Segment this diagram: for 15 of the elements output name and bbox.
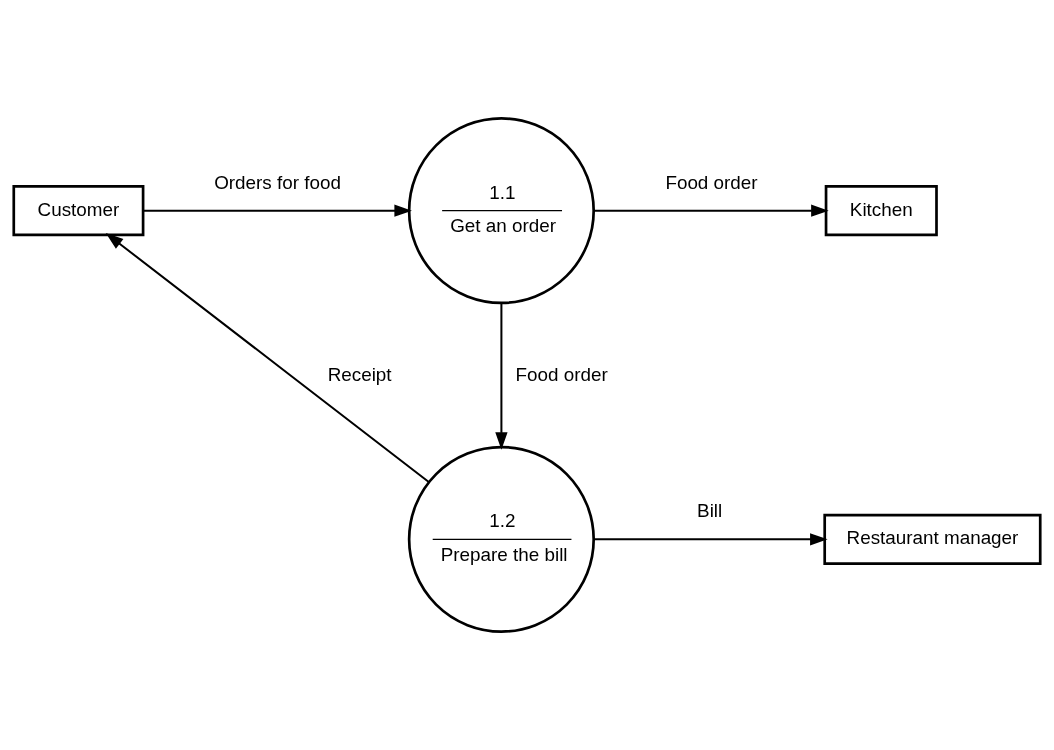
arrow — [105, 233, 430, 483]
edge-label: Bill — [697, 500, 723, 522]
edge-label: Food order — [515, 363, 608, 385]
arrow — [593, 204, 829, 217]
edge-label: Orders for food — [214, 171, 341, 193]
arrow — [143, 204, 412, 217]
node-box: Kitchen — [824, 185, 938, 237]
arrow — [495, 303, 508, 450]
edge-label: Receipt — [327, 363, 392, 385]
edge-label: Food order — [665, 171, 758, 193]
node-box: Customer — [12, 185, 145, 237]
node-circle: 1.1 Get an order — [407, 117, 596, 305]
node-box: Restaurant manager — [823, 513, 1042, 565]
arrow — [593, 533, 828, 546]
node-circle: 1.2 Prepare the bill — [407, 445, 596, 633]
